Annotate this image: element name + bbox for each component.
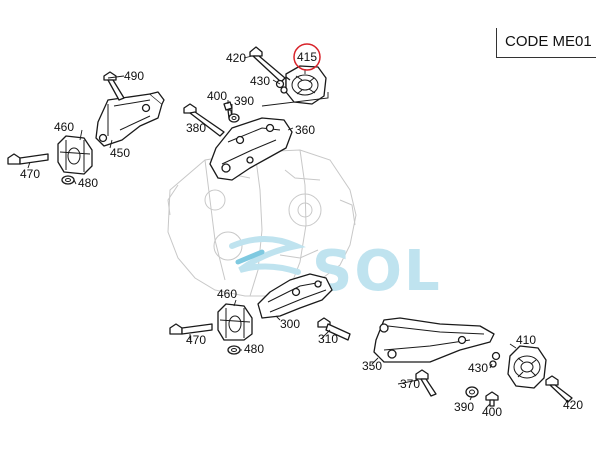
bolt-420-bottom <box>545 375 573 403</box>
callout-450: 450 <box>110 146 130 160</box>
washer-390-bottom <box>465 386 479 398</box>
callout-400-bottom: 400 <box>482 405 502 419</box>
washer-390-top <box>228 113 240 123</box>
bracket-350 <box>373 317 495 363</box>
callout-430-top: 430 <box>250 74 270 88</box>
callout-460-top: 460 <box>54 120 74 134</box>
leader-lines <box>27 55 569 409</box>
engine-mount-415 <box>285 65 327 105</box>
callout-480-bottom: 480 <box>244 342 264 356</box>
callout-415: 415 <box>297 50 317 64</box>
callout-430-bottom: 430 <box>468 361 488 375</box>
watermark: SOL <box>229 236 442 304</box>
callout-420-bottom: 420 <box>563 398 583 412</box>
callout-350: 350 <box>362 359 382 373</box>
callout-410: 410 <box>516 333 536 347</box>
bolt-400-bottom <box>485 391 499 407</box>
bolt-420-top <box>249 46 286 83</box>
callout-300: 300 <box>280 317 300 331</box>
callout-390-bottom: 390 <box>454 400 474 414</box>
bracket-450 <box>95 91 165 147</box>
mount-460-top <box>57 135 93 175</box>
code-label-box: CODE ME01 <box>496 28 596 58</box>
callout-400-top: 400 <box>207 89 227 103</box>
mount-460-bottom <box>217 303 253 341</box>
callout-360: 360 <box>295 123 315 137</box>
callout-460-bottom: 460 <box>217 287 237 301</box>
callout-380: 380 <box>186 121 206 135</box>
bolt-380 <box>183 103 225 137</box>
callout-470-top: 470 <box>20 167 40 181</box>
callout-490: 490 <box>124 69 144 83</box>
bolt-310 <box>317 317 351 341</box>
callout-470-bottom: 470 <box>186 333 206 347</box>
code-label: CODE ME01 <box>505 33 592 50</box>
bolt-370 <box>415 369 437 397</box>
callout-420-top: 420 <box>226 51 246 65</box>
bracket-360 <box>209 117 293 181</box>
callout-numbers: 415 420 430 490 400 390 380 360 460 450 … <box>20 50 583 419</box>
bolt-490 <box>103 71 125 101</box>
nut-480-bottom <box>227 345 241 355</box>
callout-480-top: 480 <box>78 176 98 190</box>
bolt-470-top <box>7 153 49 165</box>
callout-310: 310 <box>318 332 338 346</box>
callout-390-top: 390 <box>234 94 254 108</box>
bolt-470-bottom <box>169 323 213 335</box>
nut-480-top <box>61 175 75 185</box>
engine-mount-410 <box>507 345 547 389</box>
watermark-text: SOL <box>312 239 442 304</box>
highlight-circle-415 <box>293 43 321 71</box>
callout-370: 370 <box>400 377 420 391</box>
bracket-300 <box>257 273 333 319</box>
watermark-swoosh <box>229 236 306 275</box>
